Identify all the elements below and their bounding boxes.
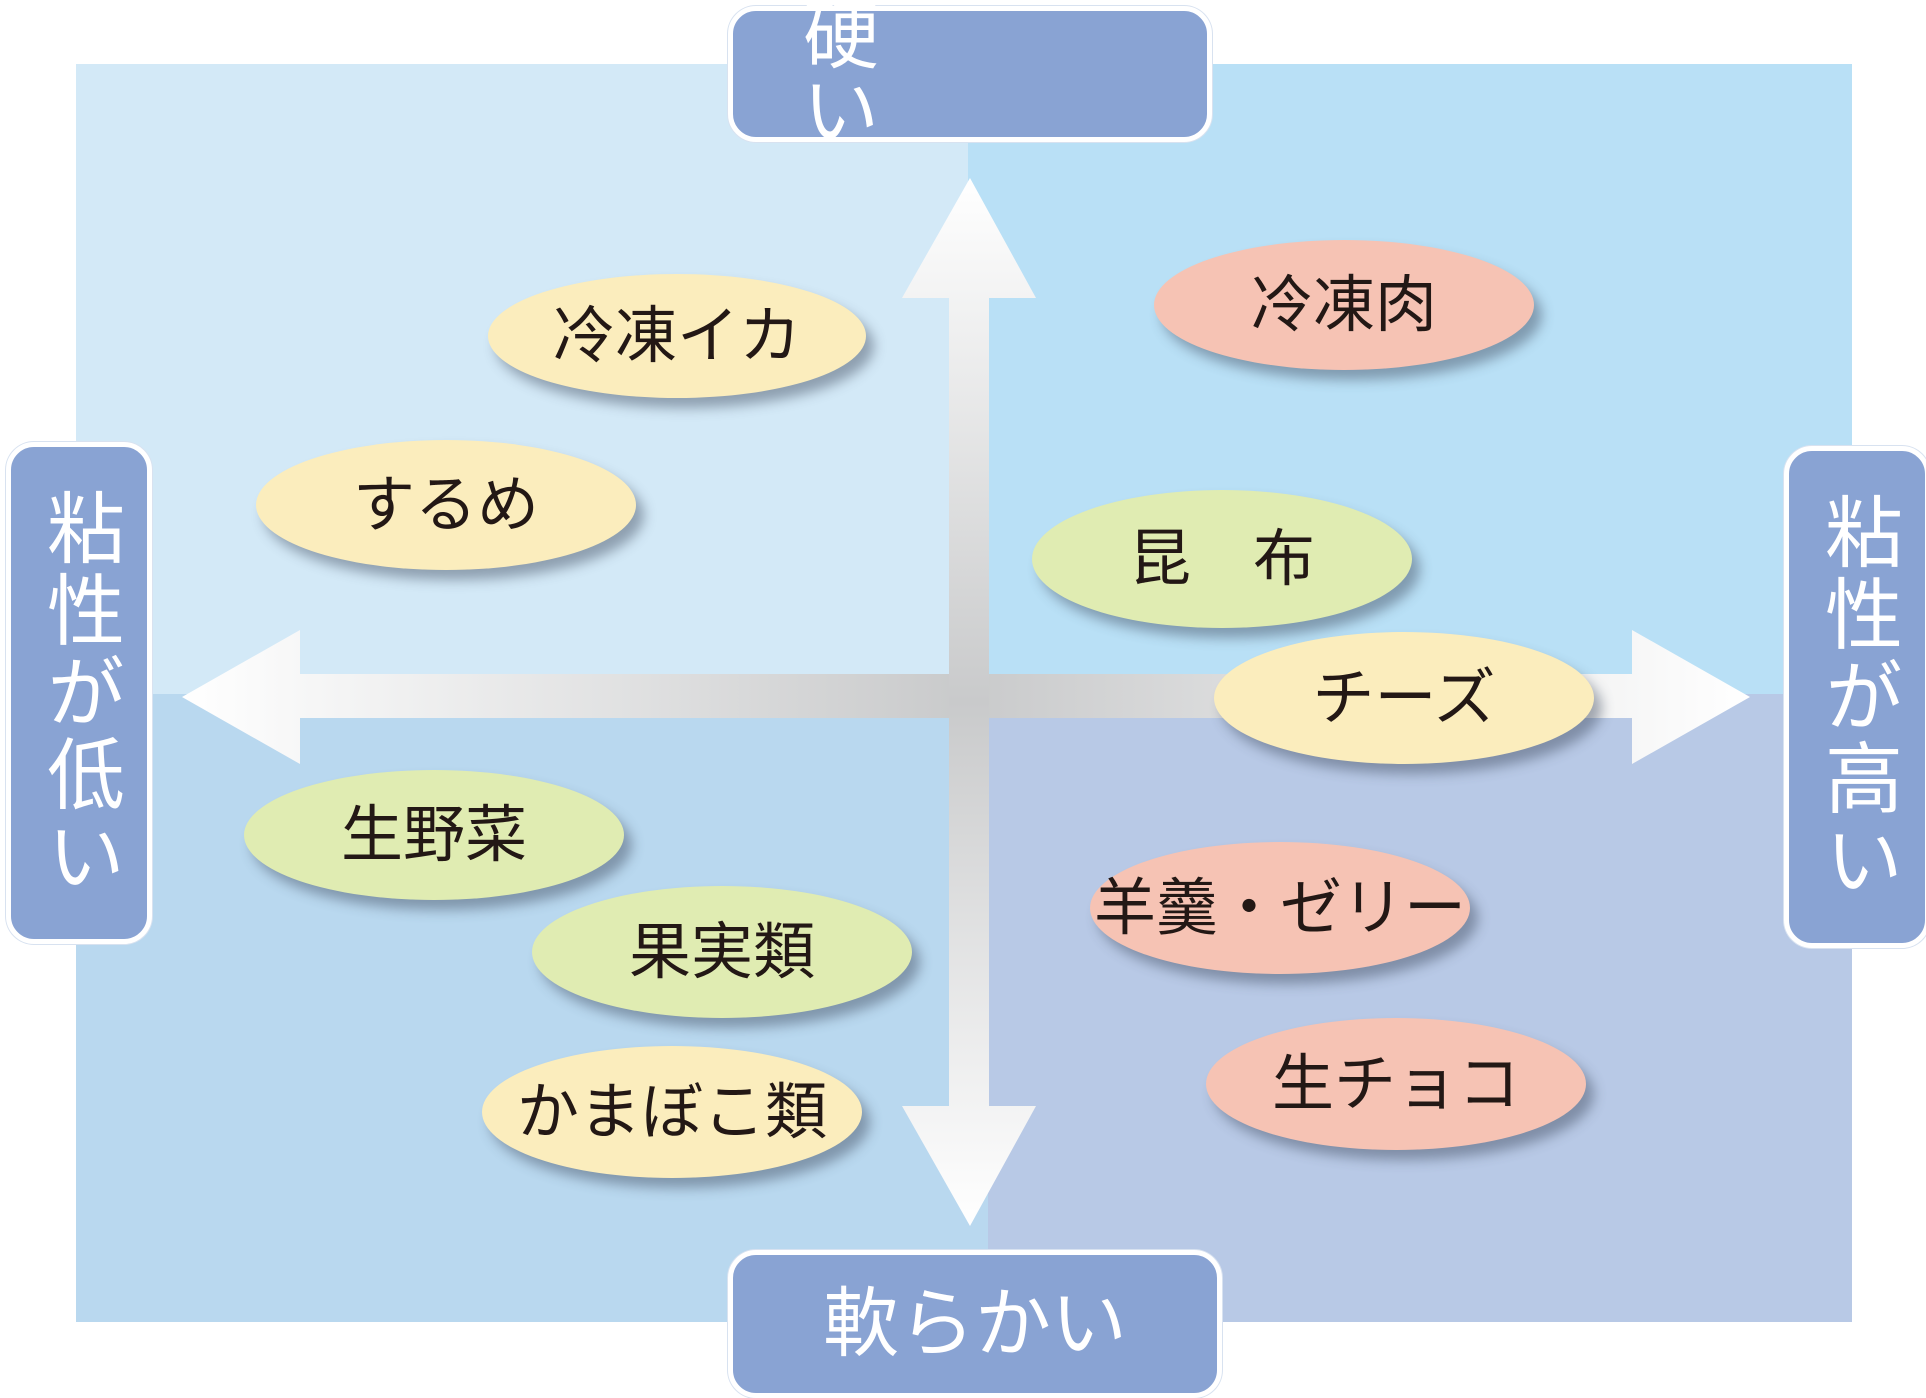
food-item-fruits: 果実類: [532, 886, 912, 1018]
axis-label-soft: 軟らかい: [728, 1250, 1222, 1398]
food-item-label: 昆 布: [1128, 522, 1315, 595]
axis-label-high-viscosity: 粘性が高い: [1784, 446, 1926, 948]
axis-label-hard: 硬 い: [728, 0, 1212, 150]
vertical-axis-arrow: [902, 178, 1036, 1226]
food-item-label: かまぼこ類: [516, 1075, 827, 1148]
food-item-raw-chocolate: 生チョコ: [1206, 1018, 1586, 1150]
axis-label-high-viscosity-text: 粘性が高い: [1812, 492, 1902, 902]
food-item-label: 冷凍肉: [1250, 268, 1437, 341]
food-item-yokan-jelly: 羊羹・ゼリー: [1090, 842, 1470, 974]
food-item-cheese: チーズ: [1214, 632, 1594, 764]
food-item-kamaboko: かまぼこ類: [482, 1046, 862, 1178]
food-item-label: 羊羹・ゼリー: [1093, 871, 1466, 944]
food-item-dried-squid: するめ: [256, 440, 636, 570]
axis-label-low-viscosity-text: 粘性が低い: [34, 488, 124, 898]
food-item-frozen-squid: 冷凍イカ: [488, 274, 866, 398]
food-item-frozen-meat: 冷凍肉: [1154, 240, 1534, 370]
food-item-label: するめ: [352, 468, 539, 541]
axis-label-hard-text: 硬 い: [803, 0, 1095, 156]
food-item-label: 冷凍イカ: [552, 299, 801, 372]
quadrant-top-left: [76, 64, 968, 694]
quadrant-bottom-right: [988, 694, 1852, 1322]
food-item-label: 生野菜: [340, 798, 527, 871]
food-item-label: チーズ: [1312, 661, 1496, 734]
food-item-label: 果実類: [628, 915, 815, 988]
axis-label-soft-text: 軟らかい: [823, 1279, 1127, 1368]
axis-label-low-viscosity: 粘性が低い: [6, 442, 152, 944]
food-item-label: 生チョコ: [1271, 1047, 1520, 1120]
food-item-raw-vegetables: 生野菜: [244, 770, 624, 900]
food-item-kelp: 昆 布: [1032, 490, 1412, 628]
